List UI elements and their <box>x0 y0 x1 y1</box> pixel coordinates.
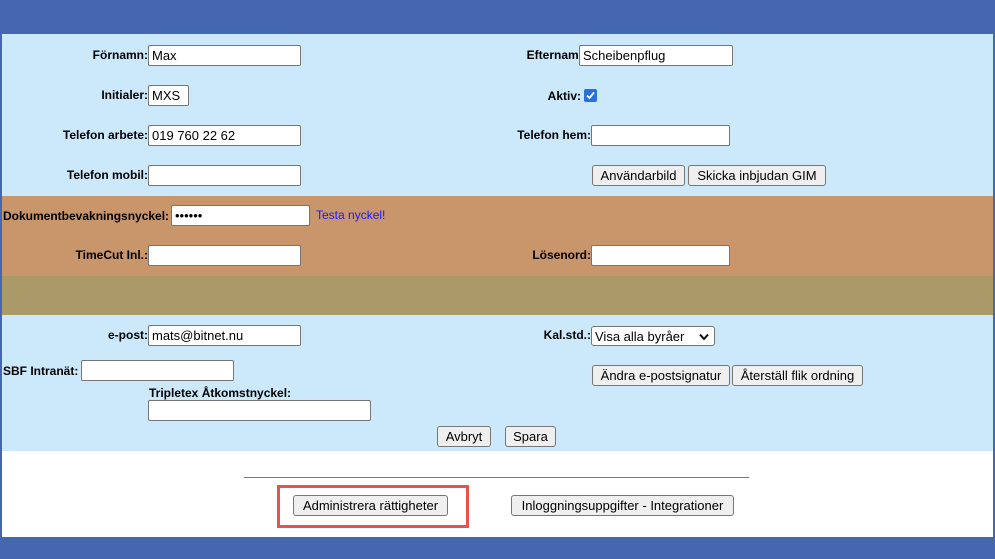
checkmark-icon <box>586 91 595 100</box>
work-phone-input[interactable] <box>148 125 301 146</box>
change-signature-button[interactable]: Ändra e-postsignatur <box>592 365 730 386</box>
invite-gim-button[interactable]: Skicka inbjudan GIM <box>688 165 826 186</box>
password-input[interactable] <box>591 245 730 266</box>
calendar-selected-value: Visa alla byråer <box>595 328 685 344</box>
doc-key-input[interactable] <box>171 205 310 226</box>
lastname-input[interactable] <box>579 45 733 66</box>
work-phone-label: Telefon arbete: <box>62 128 148 142</box>
tripletex-label: Tripletex Åtkomstnyckel: <box>149 386 292 400</box>
email-input[interactable] <box>148 325 301 346</box>
active-label: Aktiv: <box>547 89 581 103</box>
integration-button[interactable]: Inloggningsuppgifter - Integrationer <box>511 495 734 516</box>
save-button[interactable]: Spara <box>505 426 556 447</box>
firstname-label: Förnamn: <box>92 48 148 62</box>
active-checkbox[interactable] <box>584 89 597 102</box>
sbf-input[interactable] <box>81 360 234 381</box>
initials-input[interactable] <box>148 85 189 106</box>
lastname-label: Efternamn: <box>526 48 590 62</box>
password-label: Lösenord: <box>532 248 591 262</box>
calendar-label: Kal.std.: <box>543 328 591 342</box>
mobile-label: Telefon mobil: <box>66 168 148 182</box>
spacer-section <box>2 276 993 315</box>
timecut-input[interactable] <box>148 245 301 266</box>
home-phone-label: Telefon hem: <box>517 128 591 142</box>
highlight-box <box>277 485 469 528</box>
timecut-label: TimeCut Inl.: <box>75 248 148 262</box>
chevron-down-icon <box>699 333 709 341</box>
initials-label: Initialer: <box>101 88 148 102</box>
sbf-label: SBF Intranät: <box>3 364 79 378</box>
doc-key-label: Dokumentbevakningsnyckel: <box>3 209 170 223</box>
tripletex-input[interactable] <box>148 400 371 421</box>
email-label: e-post: <box>108 328 148 342</box>
calendar-select[interactable]: Visa alla byråer <box>591 326 715 346</box>
test-key-link[interactable]: Testa nyckel! <box>316 208 386 222</box>
firstname-input[interactable] <box>148 45 301 66</box>
footer-section <box>2 451 993 537</box>
divider <box>244 477 749 478</box>
home-phone-input[interactable] <box>591 125 730 146</box>
admin-rights-button[interactable]: Administrera rättigheter <box>293 495 448 516</box>
mobile-input[interactable] <box>148 165 301 186</box>
reset-tabs-button[interactable]: Återställ flik ordning <box>732 365 863 386</box>
user-image-button[interactable]: Användarbild <box>592 165 685 186</box>
cancel-button[interactable]: Avbryt <box>437 426 491 447</box>
